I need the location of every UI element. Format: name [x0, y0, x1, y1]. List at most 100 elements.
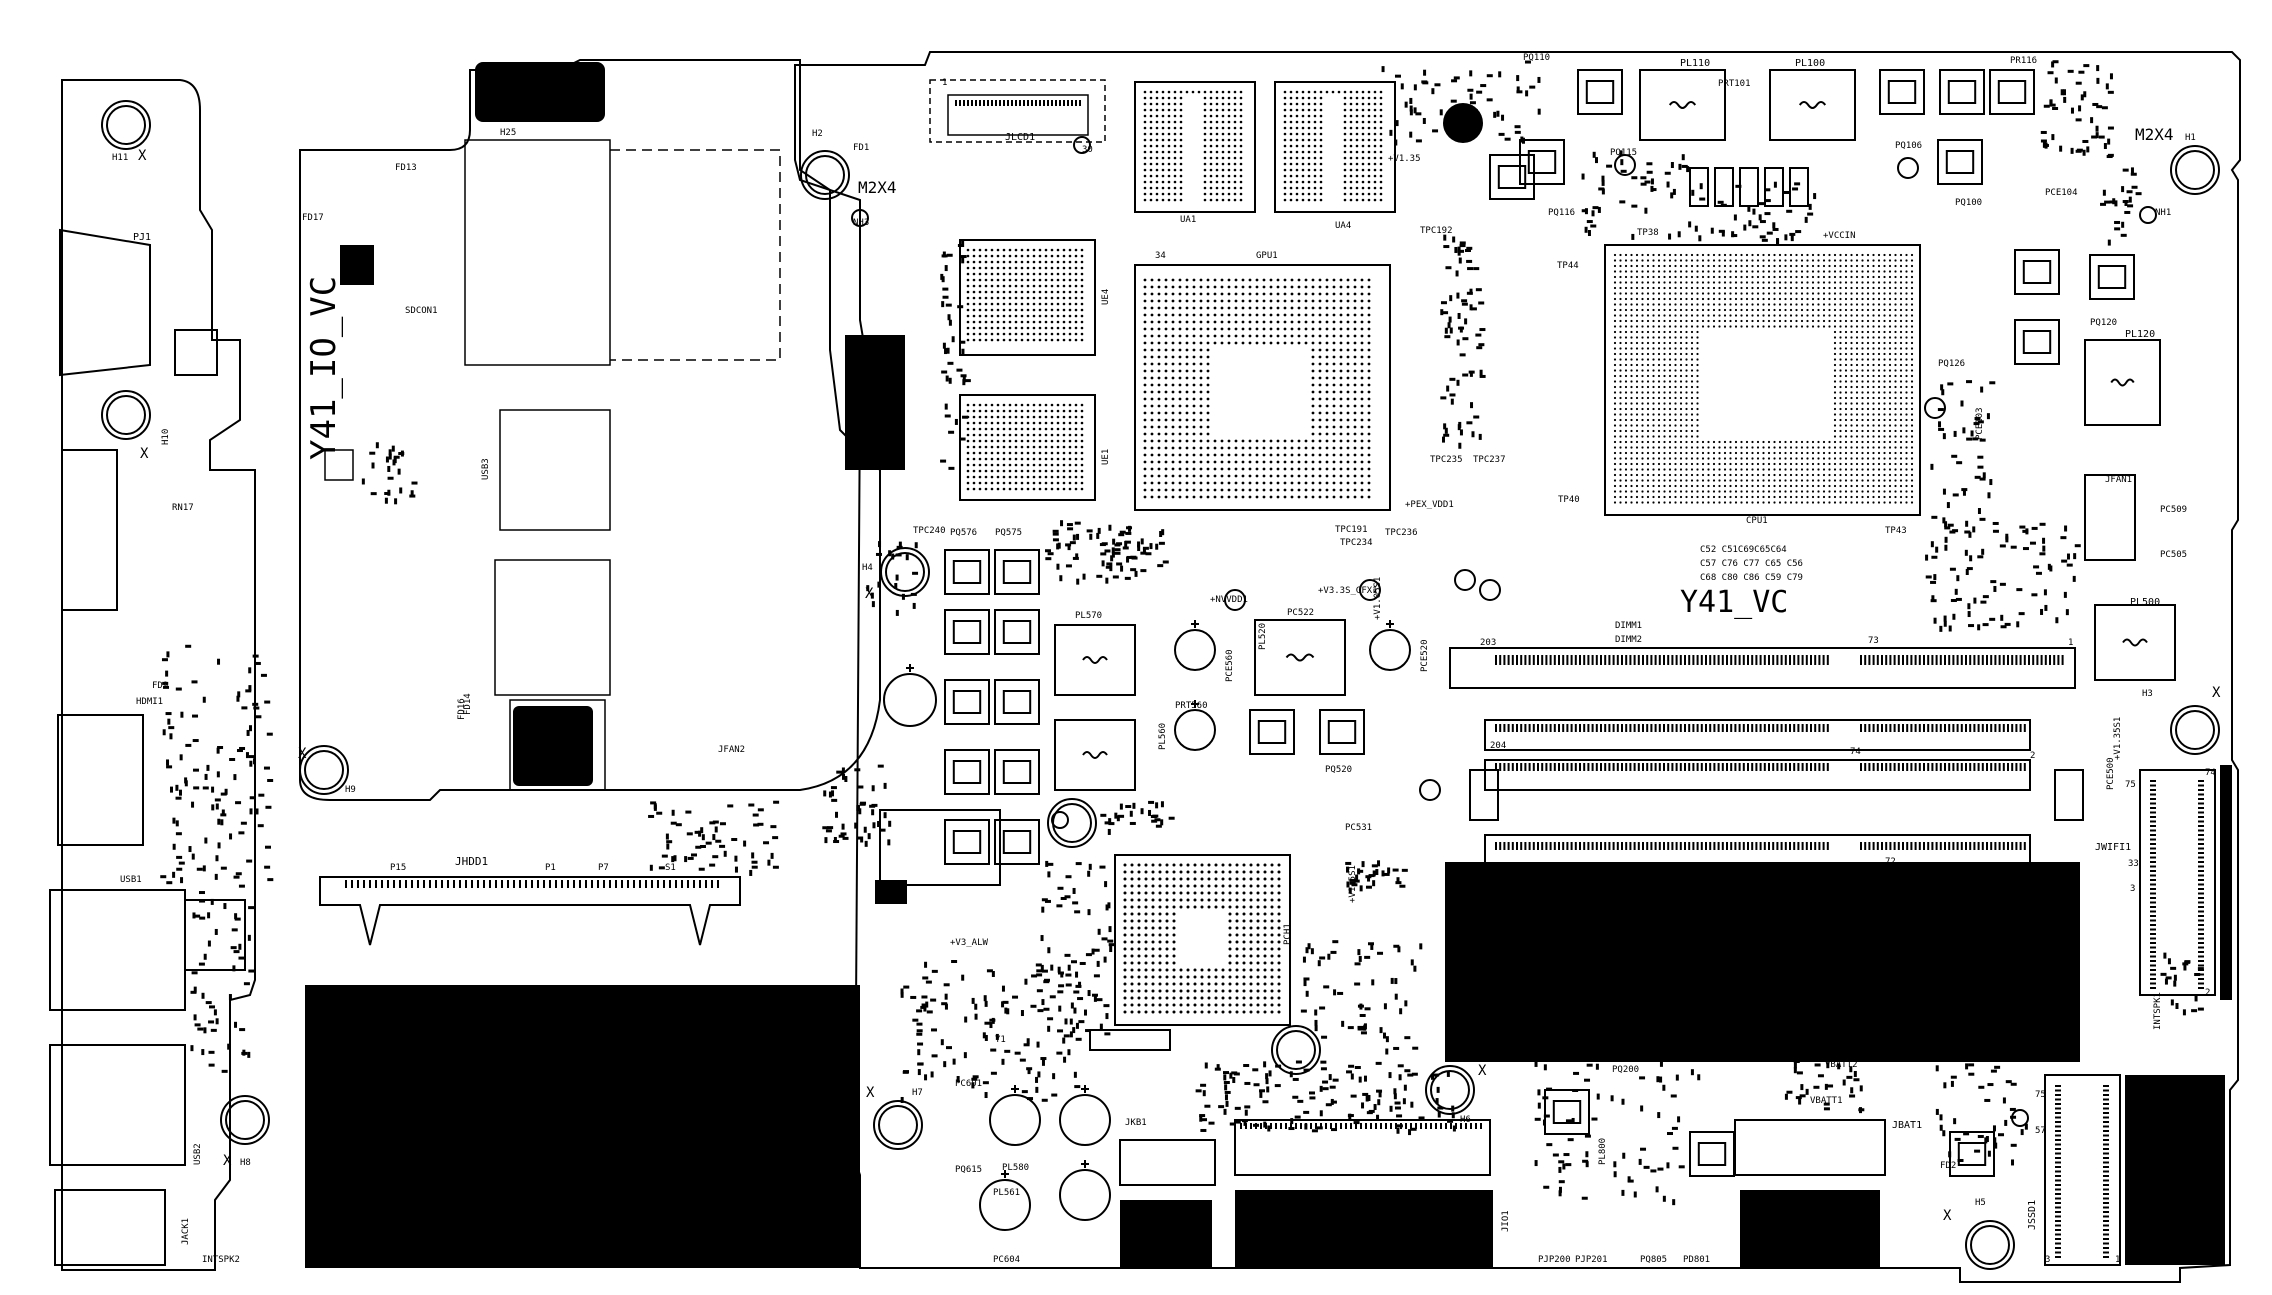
dimm-pin — [1612, 763, 1615, 771]
bga-ball — [1056, 296, 1060, 300]
bga-ball — [1696, 264, 1699, 268]
bga-ball — [1844, 352, 1848, 356]
bga-ball — [1360, 362, 1364, 366]
bga-ball — [1679, 391, 1683, 394]
bga-ball — [1150, 397, 1154, 401]
bga-ball — [1844, 292, 1848, 295]
bga-ball — [1696, 369, 1699, 372]
bga-ball — [1712, 319, 1716, 323]
bga-ball — [1888, 440, 1892, 444]
bga-ball — [1332, 432, 1336, 436]
bga-ball — [1657, 418, 1661, 422]
bga-ball — [966, 254, 970, 258]
bga-ball — [996, 266, 1000, 270]
bga-ball — [1652, 446, 1655, 449]
bga-ball — [1173, 132, 1177, 136]
bga-ball — [1137, 891, 1141, 895]
bga-ball — [1143, 495, 1147, 499]
dimm-pin — [1532, 655, 1535, 665]
bga-ball — [1619, 407, 1622, 411]
bga-ball — [1343, 120, 1347, 124]
bga-ball — [1690, 468, 1694, 471]
dimm-pin — [1520, 655, 1523, 665]
bga-ball — [1685, 451, 1688, 455]
bga-ball — [1304, 460, 1308, 464]
bga-ball — [1894, 479, 1897, 482]
bga-ball — [1833, 281, 1837, 284]
bga-ball — [1696, 347, 1699, 350]
bga-ball — [1255, 285, 1259, 289]
bga-ball — [1171, 313, 1175, 317]
bga-ball — [1008, 433, 1012, 437]
bga-ball — [1313, 144, 1317, 148]
bga-ball — [1367, 383, 1371, 387]
bga-ball — [1624, 358, 1628, 361]
bga-ball — [1784, 308, 1787, 312]
bga-ball — [1646, 314, 1650, 317]
bga-ball — [1729, 264, 1732, 268]
bga-ball — [1872, 286, 1875, 290]
bga-ball — [1130, 863, 1134, 867]
bga-ball — [1313, 96, 1317, 100]
dimm-pin — [1621, 763, 1623, 771]
bga-ball — [1020, 302, 1024, 306]
dimm-pin — [1558, 763, 1560, 771]
bga-ball — [1800, 490, 1804, 493]
bga-ball — [1137, 877, 1141, 881]
bga-ball — [1696, 253, 1699, 257]
bga-ball — [1373, 96, 1377, 100]
bga-ball — [1256, 982, 1260, 986]
bga-ball — [1822, 292, 1826, 295]
dimm-pin — [1705, 842, 1707, 850]
bga-ball — [1734, 462, 1738, 466]
bga-ball — [1137, 947, 1141, 951]
bga-ball — [990, 278, 994, 282]
bga-ball — [1894, 385, 1897, 389]
dimm-pin — [1755, 655, 1758, 665]
bga-ball — [1062, 266, 1066, 270]
bga-ball — [1899, 286, 1903, 290]
bga-ball — [1646, 396, 1650, 400]
bga-ball — [1861, 462, 1864, 466]
dimm-pin — [1537, 655, 1539, 665]
bga-ball — [1242, 989, 1246, 993]
bga-ball — [1074, 475, 1078, 479]
bga-ball — [1290, 306, 1294, 310]
bga-ball — [1883, 369, 1886, 372]
bga-ball — [1690, 501, 1694, 504]
bga-ball — [1685, 418, 1688, 422]
dimm-pin — [1986, 724, 1988, 732]
bga-ball — [1872, 352, 1875, 356]
bga-ball — [1200, 982, 1204, 986]
bga-ball — [1044, 272, 1048, 276]
bga-ball — [1171, 306, 1175, 310]
bga-ball — [1674, 402, 1677, 405]
dimm-pin — [1960, 655, 1963, 665]
bga-ball — [1690, 369, 1694, 372]
bga-ball — [1762, 484, 1765, 488]
bga-ball — [1657, 413, 1661, 416]
bga-ball — [1206, 299, 1210, 303]
bga-ball — [1696, 319, 1699, 323]
bga-ball — [1361, 174, 1365, 178]
bga-ball — [1652, 451, 1655, 455]
bga-ball — [1192, 481, 1196, 485]
dimm-pin — [1566, 655, 1569, 665]
dimm-pin — [1671, 655, 1674, 665]
bga-ball — [1630, 446, 1633, 449]
bga-ball — [1044, 451, 1048, 455]
dimm-pin — [1675, 655, 1678, 665]
bga-ball — [1866, 308, 1870, 312]
bga-ball — [1855, 303, 1859, 306]
bga-ball — [1158, 940, 1162, 944]
bga-ball — [1227, 162, 1231, 166]
bga-ball — [1657, 275, 1661, 279]
bga-ball — [1707, 451, 1710, 455]
bga-ball — [1850, 457, 1853, 460]
bga-ball — [1674, 473, 1677, 477]
bga-ball — [1203, 168, 1207, 172]
bga-ball — [1179, 192, 1183, 196]
bga-ball — [1679, 319, 1683, 323]
bga-ball — [1290, 460, 1294, 464]
dimm-pin — [1931, 655, 1934, 665]
